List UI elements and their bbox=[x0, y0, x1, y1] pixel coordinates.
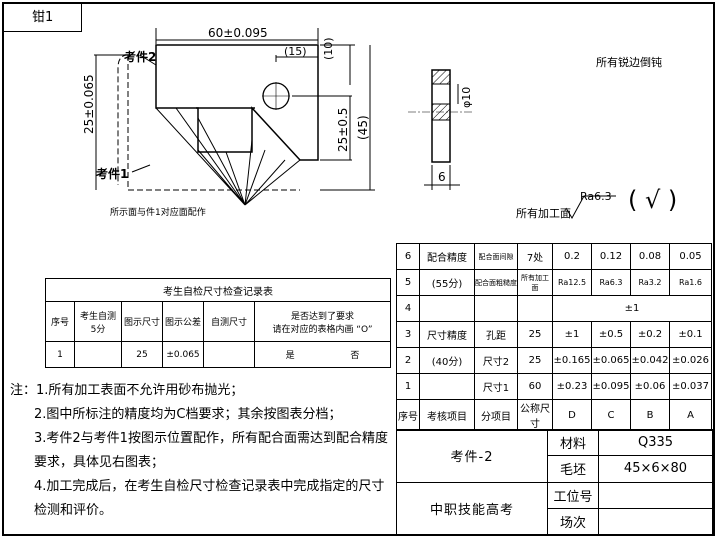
caption: 所示面与件1对应面配作 bbox=[110, 208, 206, 218]
spec-b: ±0.2 bbox=[630, 321, 670, 348]
spec-d: ±0.23 bbox=[552, 373, 592, 400]
spec-c: ±0.065 bbox=[591, 347, 631, 374]
label-part2: 考件2 bbox=[124, 50, 157, 64]
spec-footer-size: 公称尺寸 bbox=[517, 399, 553, 431]
spec-sub: 尺寸2 bbox=[474, 347, 518, 374]
sheet-tag: 钳1 bbox=[4, 4, 82, 32]
label-part1: 考件1 bbox=[96, 167, 129, 181]
spec-d: Ra12.5 bbox=[552, 269, 592, 296]
spec-a: 0.05 bbox=[669, 243, 712, 270]
check-row-size: 25 bbox=[121, 341, 163, 368]
spec-footer-b: B bbox=[630, 399, 670, 431]
title-round[interactable] bbox=[598, 507, 713, 536]
spec-sub: 配合面间隙 bbox=[474, 243, 518, 270]
surface-label: 所有加工面 bbox=[516, 207, 571, 220]
dim-dia: φ10 bbox=[460, 86, 473, 108]
spec-b: ±0.042 bbox=[630, 347, 670, 374]
spec-footer-no: 序号 bbox=[396, 399, 420, 431]
drawing-frame bbox=[2, 2, 715, 536]
spec-b: Ra3.2 bbox=[630, 269, 670, 296]
spec-c: ±0.5 bbox=[591, 321, 631, 348]
spec-item: (40分) bbox=[419, 347, 475, 374]
title-material-label: 材料 bbox=[547, 428, 599, 457]
dim-45: (45) bbox=[356, 115, 370, 140]
title-blank: 45×6×80 bbox=[598, 455, 713, 483]
spec-size: 25 bbox=[517, 321, 553, 348]
spec-footer-a: A bbox=[669, 399, 712, 431]
spec-footer-item: 考核项目 bbox=[419, 399, 475, 431]
spec-item: 配合精度 bbox=[419, 243, 475, 270]
chamfer-note: 所有锐边倒钝 bbox=[596, 56, 662, 69]
check-row-no: 1 bbox=[45, 341, 75, 368]
title-school: 中职技能高考 bbox=[396, 481, 548, 535]
spec-sub: 配合面粗糙度 bbox=[474, 269, 518, 296]
check-row-tol: ±0.065 bbox=[162, 341, 204, 368]
dim-10: (10) bbox=[322, 37, 335, 60]
spec-footer-d: D bbox=[552, 399, 592, 431]
spec-table: 6 配合精度 配合面间隙 7处 0.2 0.12 0.08 0.05 5 (55… bbox=[396, 243, 712, 431]
title-part: 考件-2 bbox=[396, 429, 548, 483]
spec-size: 所有加工面 bbox=[517, 269, 553, 296]
note-3: 3.考件2与考件1按图示位置配作，所有配合面需达到配合精度要求，具体见右图表； bbox=[34, 431, 388, 470]
check-header-measured: 自测尺寸 bbox=[203, 301, 255, 342]
note-1: 注：1.所有加工表面不允许用砂布抛光； bbox=[10, 383, 244, 398]
spec-size: 60 bbox=[517, 373, 553, 400]
title-station[interactable] bbox=[598, 481, 713, 509]
roughness-value: Ra6.3 bbox=[580, 190, 612, 203]
spec-size: 7处 bbox=[517, 243, 553, 270]
title-block: 考件-2 材料 Q335 毛坯 45×6×80 中职技能高考 工位号 场次 bbox=[396, 428, 713, 536]
spec-a: ±0.037 bbox=[669, 373, 712, 400]
note-4: 4.加工完成后，在考生自检尺寸检查记录表中完成指定的尺寸检测和评价。 bbox=[34, 479, 385, 518]
check-header-no: 序号 bbox=[45, 301, 75, 342]
title-blank-label: 毛坯 bbox=[547, 455, 599, 483]
dim-inner: 25±0.5 bbox=[336, 107, 350, 152]
title-station-label: 工位号 bbox=[547, 481, 599, 509]
check-header-tol: 图示公差 bbox=[162, 301, 204, 342]
check-row-measured[interactable] bbox=[203, 341, 255, 368]
spec-c: ±0.095 bbox=[591, 373, 631, 400]
note-2: 2.图中所标注的精度均为C档要求；其余按图表分档； bbox=[34, 407, 342, 422]
check-header-self: 考生自测 5分 bbox=[74, 301, 122, 342]
spec-item: 尺寸精度 bbox=[419, 321, 475, 348]
spec-size: 25 bbox=[517, 347, 553, 374]
check-yes[interactable]: 是 bbox=[285, 351, 295, 361]
spec-b: 0.08 bbox=[630, 243, 670, 270]
check-table: 考生自检尺寸检查记录表 序号 考生自测 5分 图示尺寸 图示公差 自测尺寸 是否… bbox=[45, 278, 391, 368]
check-mark: ( √ ) bbox=[628, 186, 678, 214]
spec-no: 1 bbox=[396, 373, 420, 400]
spec-sub: 尺寸1 bbox=[474, 373, 518, 400]
check-header-size: 图示尺寸 bbox=[121, 301, 163, 342]
spec-footer-sub: 分项目 bbox=[474, 399, 518, 431]
dim-width: 60±0.095 bbox=[208, 26, 268, 40]
spec-c: Ra6.3 bbox=[591, 269, 631, 296]
dim-left: 25±0.065 bbox=[82, 74, 96, 134]
dim-6: 6 bbox=[438, 170, 446, 184]
title-material: Q335 bbox=[598, 428, 713, 457]
check-no[interactable]: 否 bbox=[350, 351, 360, 361]
check-table-title: 考生自检尺寸检查记录表 bbox=[45, 278, 391, 302]
check-header-ok: 是否达到了要求 请在对应的表格内画 “O” bbox=[254, 301, 391, 342]
spec-no: 3 bbox=[396, 321, 420, 348]
spec-d: ±0.165 bbox=[552, 347, 592, 374]
spec-sub: 孔距 bbox=[474, 321, 518, 348]
spec-footer-c: C bbox=[591, 399, 631, 431]
spec-d: 0.2 bbox=[552, 243, 592, 270]
spec-item: (55分) bbox=[419, 269, 475, 296]
title-round-label: 场次 bbox=[547, 507, 599, 536]
spec-no: 5 bbox=[396, 269, 420, 296]
spec-a: ±0.1 bbox=[669, 321, 712, 348]
spec-no: 4 bbox=[396, 295, 420, 322]
spec-no: 2 bbox=[396, 347, 420, 374]
spec-c: 0.12 bbox=[591, 243, 631, 270]
spec-d: ±1 bbox=[552, 295, 712, 322]
spec-d: ±1 bbox=[552, 321, 592, 348]
dim-15: (15) bbox=[284, 45, 307, 58]
spec-a: Ra1.6 bbox=[669, 269, 712, 296]
spec-no: 6 bbox=[396, 243, 420, 270]
notes: 注：1.所有加工表面不允许用砂布抛光； 2.图中所标注的精度均为C档要求；其余按… bbox=[10, 379, 395, 523]
spec-b: ±0.06 bbox=[630, 373, 670, 400]
spec-a: ±0.026 bbox=[669, 347, 712, 374]
